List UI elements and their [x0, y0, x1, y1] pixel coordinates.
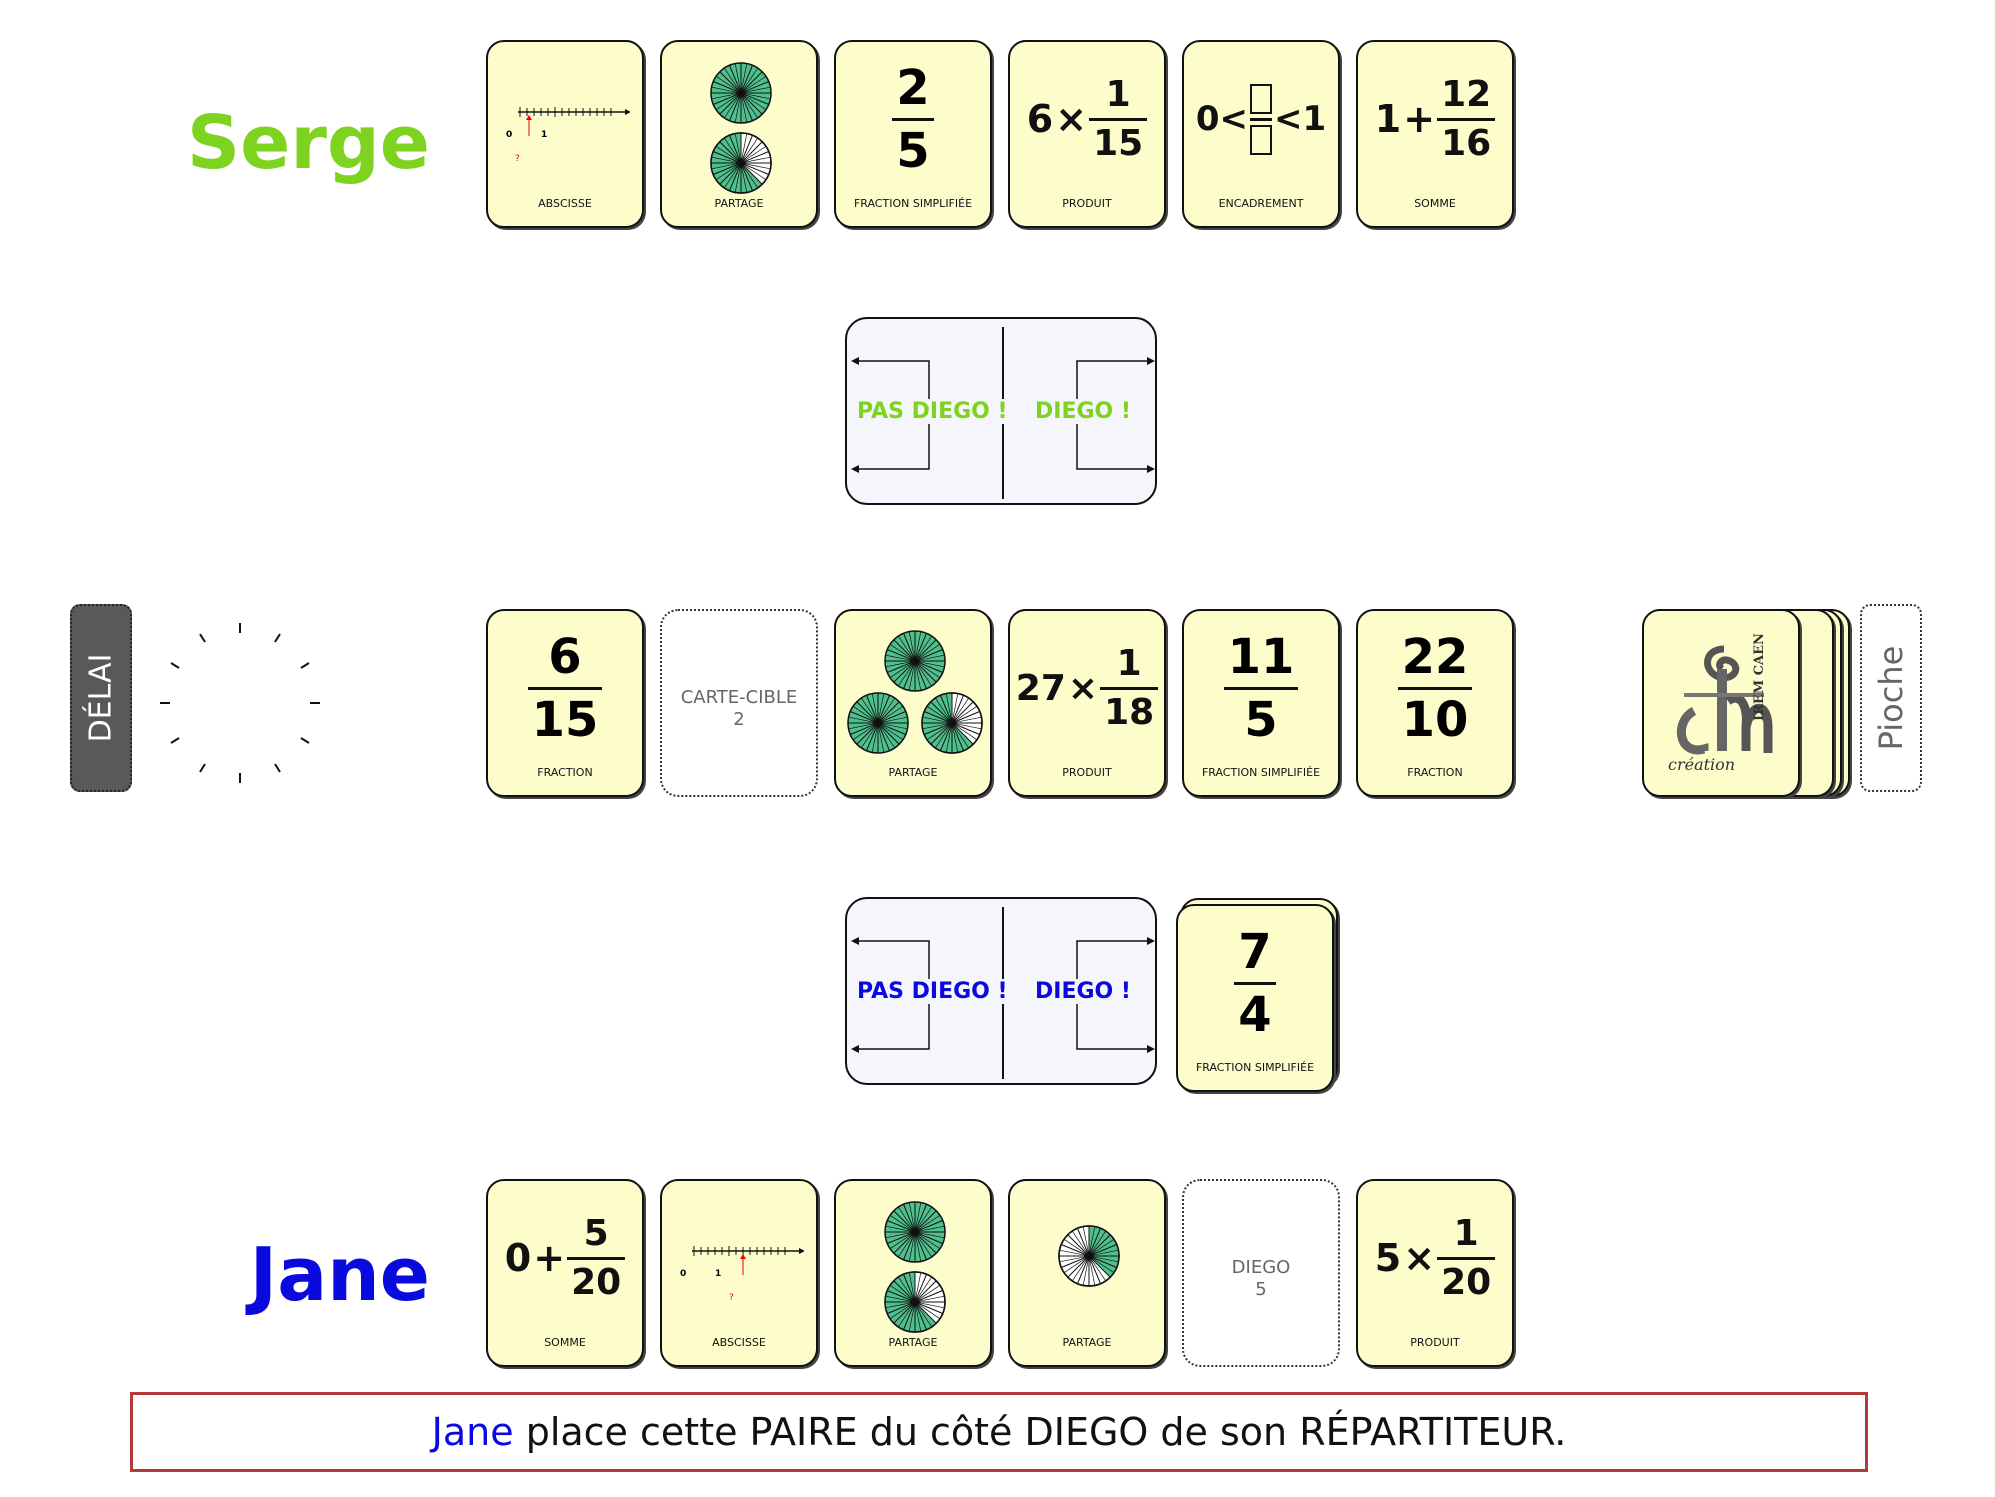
bottom-dispatcher[interactable]: PAS DIEGO ! DIEGO ! [845, 897, 1157, 1085]
tick-label-unknown: ? [729, 1293, 734, 1303]
tick-label-1: 1 [715, 1269, 722, 1279]
number-line-icon [692, 1246, 804, 1275]
tick-label-0: 0 [680, 1269, 687, 1279]
tick-label-0: 0 [506, 130, 513, 140]
draw-pile[interactable]: IREM CAEN création [1642, 609, 1800, 797]
card-label: ABSCISSE [538, 197, 592, 210]
timer-clock-icon [160, 623, 320, 783]
target-card-slot[interactable]: CARTE-CIBLE 2 [660, 609, 818, 797]
target-card-text: CARTE-CIBLE 2 [680, 687, 798, 730]
card-label: SOMME [1414, 197, 1456, 210]
irem-logo-icon [1676, 645, 1773, 755]
card-label: PARTAGE [888, 766, 938, 779]
card-label: PRODUIT [1062, 197, 1112, 210]
tick-label-1: 1 [541, 130, 548, 140]
card-label: FRACTION [537, 766, 593, 779]
dispatcher-left-label: PAS DIEGO ! [857, 399, 1008, 424]
card-label: PARTAGE [888, 1336, 938, 1349]
message-player-name: Jane [431, 1410, 514, 1454]
bottom-hand-card-2[interactable]: 0 1 ? ABSCISSE [660, 1179, 818, 1367]
pie-diagram-icon [880, 1197, 950, 1337]
blank-box-icon [1250, 83, 1272, 114]
instruction-message: Jane place cette PAIRE du côté DIEGO de … [130, 1392, 1868, 1472]
card-label: ENCADREMENT [1218, 197, 1304, 210]
draw-pile-label[interactable]: Pioche [1860, 604, 1922, 792]
dispatcher-right-label: DIEGO ! [1035, 979, 1131, 1004]
card-label: FRACTION SIMPLIFIÉE [1201, 766, 1321, 779]
card-label: FRACTION SIMPLIFIÉE [853, 197, 973, 210]
dispatcher-left-label: PAS DIEGO ! [857, 979, 1008, 1004]
message-text: place cette PAIRE du côté DIEGO de son R… [513, 1410, 1567, 1454]
bottom-hand-card-3[interactable]: PARTAGE [834, 1179, 992, 1367]
middle-card-3[interactable]: PARTAGE [834, 609, 992, 797]
top-dispatcher[interactable]: PAS DIEGO ! DIEGO ! [845, 317, 1157, 505]
tick-label-unknown: ? [515, 154, 520, 164]
card-label: PARTAGE [1062, 1336, 1112, 1349]
diego-slot-text: DIEGO 5 [1231, 1257, 1291, 1300]
bound-expression: 0< <1 [1196, 83, 1326, 155]
card-label: FRACTION [1407, 766, 1463, 779]
card-label: SOMME [544, 1336, 586, 1349]
top-hand-card-5[interactable]: 0< <1 ENCADREMENT [1182, 40, 1340, 228]
logo-text-top: IREM CAEN [1752, 633, 1767, 721]
number-line-icon [518, 107, 630, 136]
pie-diagram-icon [1054, 1221, 1124, 1291]
card-label: ABSCISSE [712, 1336, 766, 1349]
pie-diagram-icon [840, 623, 990, 763]
player-name-top: Serge [186, 100, 430, 186]
dispatcher-right-label: DIEGO ! [1035, 399, 1131, 424]
bottom-hand-card-4[interactable]: PARTAGE [1008, 1179, 1166, 1367]
player-name-bottom: Jane [249, 1232, 430, 1318]
card-label: PRODUIT [1062, 766, 1112, 779]
pie-diagram-icon [706, 58, 776, 198]
card-label: PARTAGE [714, 197, 764, 210]
timer-badge: DÉLAI [70, 604, 132, 792]
top-hand-card-1[interactable]: 0 1 ? ABSCISSE [486, 40, 644, 228]
card-label: PRODUIT [1410, 1336, 1460, 1349]
blank-box-icon [1250, 124, 1272, 155]
card-label: FRACTION SIMPLIFIÉE [1195, 1061, 1315, 1074]
logo-text-bottom: création [1668, 755, 1736, 774]
diego-card-slot[interactable]: DIEGO 5 [1182, 1179, 1340, 1367]
top-hand-card-2[interactable]: PARTAGE [660, 40, 818, 228]
